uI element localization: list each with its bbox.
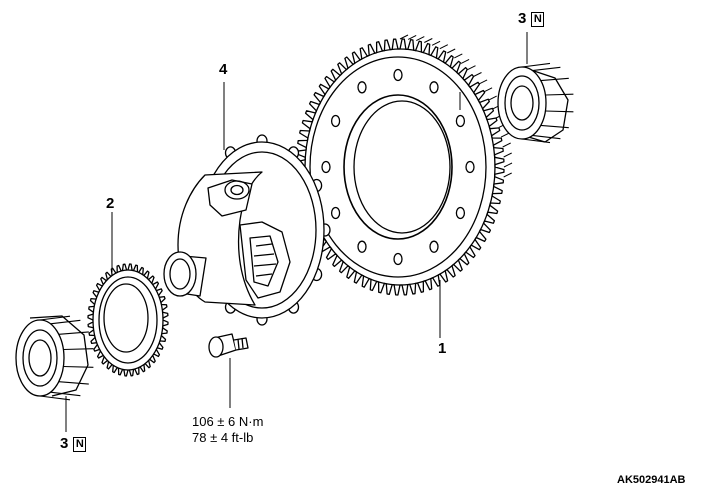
new-part-badge: N	[73, 437, 87, 452]
torque-spec: 106 ± 6 N·m 78 ± 4 ft-lb	[192, 414, 263, 446]
callout-part4: 4	[219, 61, 228, 78]
bolt-hole	[357, 240, 367, 253]
bearing-bottom	[15, 315, 94, 401]
case-opening	[239, 221, 291, 299]
bearing-bottom-rollers	[39, 315, 94, 401]
ring-gear	[295, 34, 513, 296]
bolt-hole	[429, 240, 439, 253]
ring-gear-bore-outer	[343, 94, 453, 240]
figure-code: AK502941AB	[617, 474, 686, 486]
side-gear	[249, 235, 279, 287]
callout-part1: 1	[438, 340, 447, 357]
bolt-hole	[357, 81, 367, 94]
bearing-top-rollers	[521, 62, 574, 144]
differential-case	[163, 134, 331, 326]
ring-gear-bore-inner	[353, 100, 451, 234]
pinion-shaft-boss	[224, 180, 250, 200]
bolt-hole	[393, 68, 403, 82]
bolt-hole	[465, 160, 475, 174]
ring-gear-tooth-outline	[295, 38, 505, 296]
callout-part2: 2	[106, 195, 115, 212]
bearing-top	[497, 62, 574, 144]
callout-part3-bottom-number: 3	[60, 435, 69, 452]
callout-part3-top-number: 3	[518, 10, 527, 27]
bolt-hole	[429, 81, 439, 94]
new-part-badge: N	[531, 12, 545, 27]
bolt-hole	[393, 252, 403, 266]
drive-gear	[87, 263, 169, 377]
flange-bolt	[208, 333, 249, 358]
ring-gear-bolt-holes	[321, 68, 475, 266]
ring-gear-face	[309, 56, 487, 278]
torque-metric: 106 ± 6 N·m	[192, 414, 264, 429]
bolt-hole	[330, 114, 341, 128]
bolt-hole	[455, 206, 466, 220]
bolt-hole	[330, 206, 341, 220]
ring-gear-teeth	[295, 34, 513, 296]
torque-imperial: 78 ± 4 ft-lb	[192, 430, 254, 445]
bolt-hole	[455, 114, 466, 128]
bolt-hole	[321, 160, 331, 174]
